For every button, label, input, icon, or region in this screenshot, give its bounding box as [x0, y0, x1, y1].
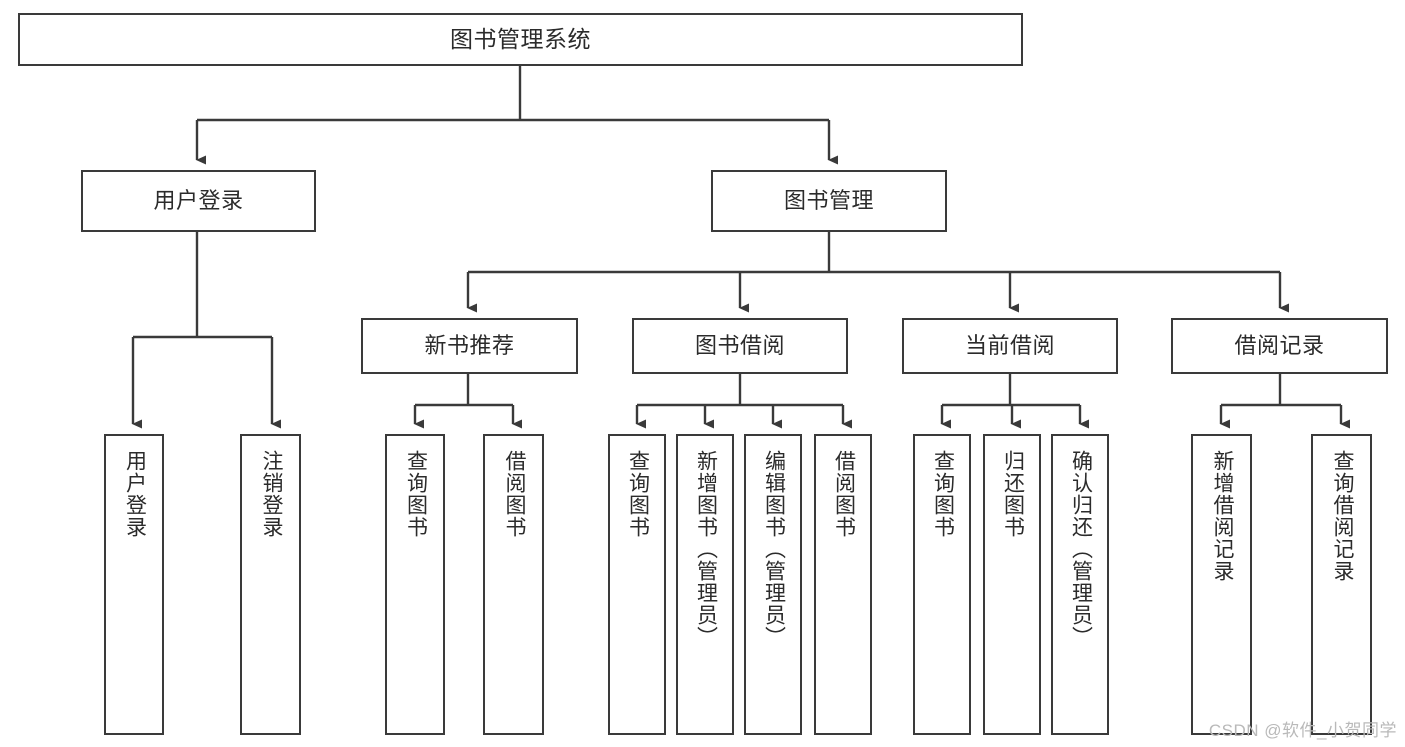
node-leaf-add-book-label: 新增图书（管理员） [694, 450, 718, 648]
node-leaf-logout[interactable]: 注销登录 [240, 434, 301, 735]
node-leaf-return-book[interactable]: 归还图书 [983, 434, 1041, 735]
node-leaf-return-book-label: 归还图书 [1001, 450, 1025, 538]
node-leaf-add-record-label: 新增借阅记录 [1210, 450, 1234, 582]
node-leaf-query-book-1[interactable]: 查询图书 [385, 434, 445, 735]
node-borrow-record-label: 借阅记录 [1234, 333, 1325, 359]
node-leaf-borrow-book-1[interactable]: 借阅图书 [483, 434, 544, 735]
node-leaf-user-login[interactable]: 用户登录 [104, 434, 164, 735]
node-book-borrow-label: 图书借阅 [694, 333, 785, 359]
node-leaf-query-book-3[interactable]: 查询图书 [913, 434, 971, 735]
node-leaf-confirm-return[interactable]: 确认归还（管理员） [1051, 434, 1109, 735]
node-leaf-add-book[interactable]: 新增图书（管理员） [676, 434, 734, 735]
node-new-book-recommend-label: 新书推荐 [424, 333, 515, 359]
node-leaf-query-book-2[interactable]: 查询图书 [608, 434, 666, 735]
node-book-manage-label: 图书管理 [783, 188, 874, 214]
node-leaf-confirm-return-label: 确认归还（管理员） [1069, 450, 1093, 648]
node-book-borrow[interactable]: 图书借阅 [632, 318, 848, 374]
node-current-borrow[interactable]: 当前借阅 [902, 318, 1118, 374]
node-leaf-edit-book-label: 编辑图书（管理员） [762, 450, 786, 648]
node-leaf-borrow-book-2-label: 借阅图书 [832, 450, 856, 538]
node-book-manage[interactable]: 图书管理 [711, 170, 947, 232]
node-leaf-logout-label: 注销登录 [259, 450, 283, 538]
node-leaf-add-record[interactable]: 新增借阅记录 [1191, 434, 1252, 735]
node-leaf-user-login-label: 用户登录 [123, 450, 147, 538]
node-leaf-query-book-2-label: 查询图书 [626, 450, 650, 538]
node-leaf-query-book-1-label: 查询图书 [404, 450, 428, 538]
node-leaf-edit-book[interactable]: 编辑图书（管理员） [744, 434, 802, 735]
node-leaf-borrow-book-1-label: 借阅图书 [502, 450, 526, 538]
node-leaf-query-record-label: 查询借阅记录 [1330, 450, 1354, 582]
node-user-login-label: 用户登录 [153, 188, 244, 214]
node-leaf-query-record[interactable]: 查询借阅记录 [1311, 434, 1372, 735]
node-user-login[interactable]: 用户登录 [81, 170, 316, 232]
node-root-label: 图书管理系统 [450, 26, 591, 53]
node-borrow-record[interactable]: 借阅记录 [1171, 318, 1388, 374]
node-root[interactable]: 图书管理系统 [18, 13, 1023, 66]
node-leaf-query-book-3-label: 查询图书 [931, 450, 955, 538]
node-current-borrow-label: 当前借阅 [964, 333, 1055, 359]
watermark-text: CSDN @软件_小贺同学 [1208, 721, 1397, 740]
node-new-book-recommend[interactable]: 新书推荐 [361, 318, 578, 374]
node-leaf-borrow-book-2[interactable]: 借阅图书 [814, 434, 872, 735]
